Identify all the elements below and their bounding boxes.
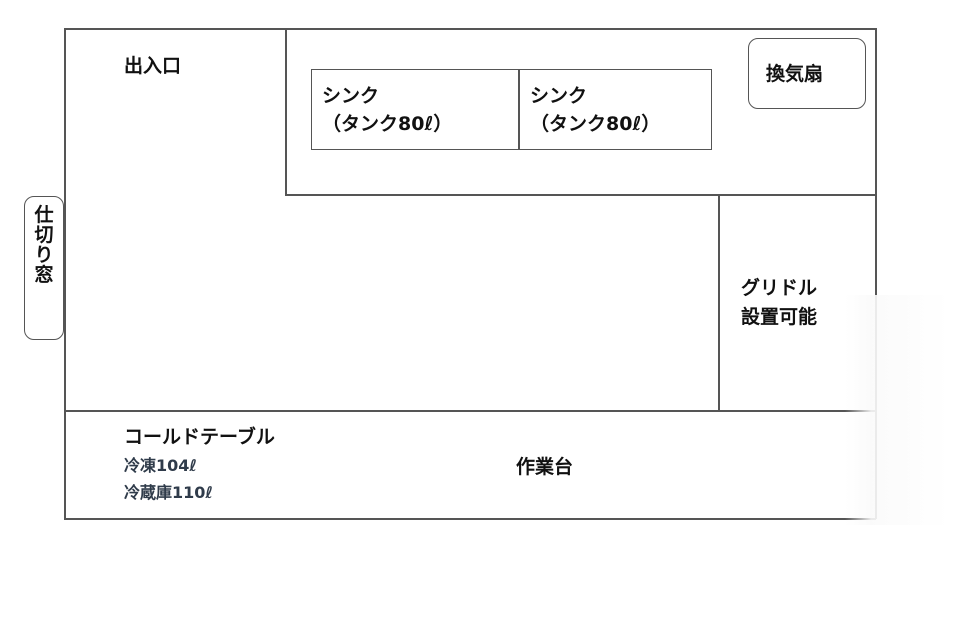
sink-left-label-line2: （タンク80ℓ） — [322, 113, 453, 135]
outer-bottom-wall — [64, 518, 876, 520]
vent-fan — [748, 38, 866, 109]
image-fade — [845, 295, 950, 525]
cold-table-label: コールドテーブル — [124, 426, 275, 448]
worktable-label: 作業台 — [516, 456, 574, 478]
sink-right-label-line2: （タンク80ℓ） — [530, 113, 661, 135]
griddle-label-line2: 設置可能 — [741, 306, 818, 328]
sink-area-left-wall — [285, 28, 287, 195]
sink-area-bottom-wall — [285, 194, 876, 196]
worktable-top-wall — [64, 410, 876, 412]
sink-box — [311, 69, 712, 150]
partition-window — [24, 196, 64, 340]
sink-divider — [518, 69, 520, 150]
sink-right-label-line1: シンク — [530, 85, 588, 107]
griddle-area-left-wall — [718, 194, 720, 411]
freezer-capacity-label: 冷凍104ℓ — [124, 456, 197, 475]
outer-left-wall — [64, 28, 66, 519]
outer-top-wall — [64, 28, 876, 30]
outer-right-wall — [875, 28, 877, 519]
sink-left-label-line1: シンク — [322, 85, 380, 107]
vent-label: 換気扇 — [766, 63, 824, 85]
entrance-label: 出入口 — [124, 55, 182, 77]
fridge-capacity-label: 冷蔵庫110ℓ — [124, 483, 213, 502]
partition-window-label: 仕 切 り 窓 — [34, 204, 54, 286]
griddle-label-line1: グリドル — [741, 277, 818, 299]
